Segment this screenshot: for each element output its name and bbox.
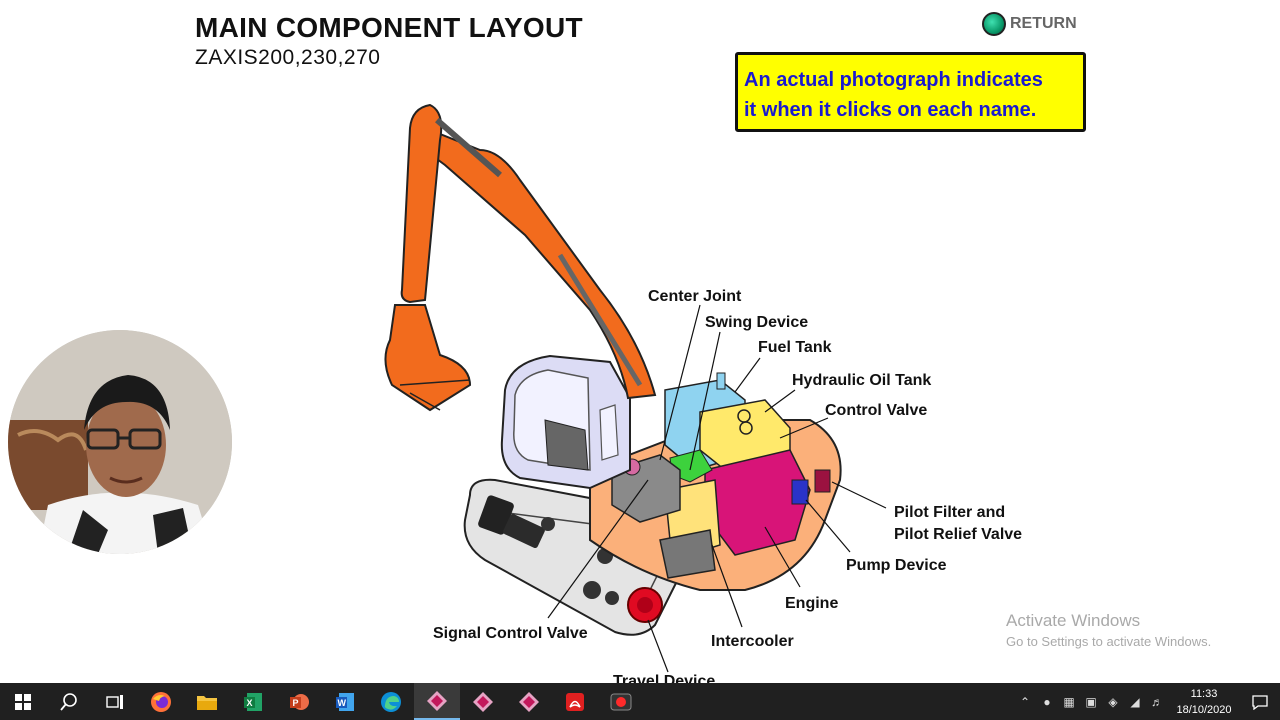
notification-icon[interactable] [1240, 683, 1280, 720]
svg-text:P: P [293, 698, 299, 708]
file-explorer-icon[interactable] [184, 683, 230, 720]
app-pink-icon-3[interactable] [506, 683, 552, 720]
label-pump-device[interactable]: Pump Device [846, 557, 947, 574]
label-engine[interactable]: Engine [785, 595, 839, 612]
windows-start-icon[interactable] [0, 683, 46, 720]
label-hydraulic-oil-tank[interactable]: Hydraulic Oil Tank [792, 372, 932, 389]
activate-windows-watermark: Activate Windows Go to Settings to activ… [1006, 611, 1211, 649]
green-circle-icon [982, 12, 1006, 36]
svg-text:X: X [247, 698, 253, 708]
shield-icon[interactable]: ◈ [1108, 694, 1118, 709]
network-app-icon[interactable]: ▦ [1063, 694, 1075, 709]
app-pink-icon-2[interactable] [460, 683, 506, 720]
excavator-diagram [384, 103, 887, 673]
label-pilot-filter-relief-valve[interactable]: Pilot Filter and Pilot Relief Valve [894, 502, 1022, 546]
return-button[interactable]: RETURN [982, 12, 1077, 36]
page-subtitle: ZAXIS200,230,270 [195, 46, 381, 69]
app-pink-icon[interactable] [414, 683, 460, 720]
display-icon[interactable]: ▣ [1085, 694, 1097, 709]
label-swing-device[interactable]: Swing Device [705, 314, 809, 331]
search-icon[interactable] [46, 683, 92, 720]
operator-cab [500, 354, 631, 490]
page-title: MAIN COMPONENT LAYOUT [195, 12, 583, 43]
svg-text:W: W [338, 698, 347, 708]
return-label: RETURN [1010, 15, 1077, 32]
notice-line-2: it when it clicks on each name. [744, 99, 1037, 121]
chevron-up-icon[interactable]: ⌃ [1019, 694, 1031, 709]
volume-icon[interactable]: ♬ [1151, 694, 1163, 709]
instruction-notice: An actual photograph indicates it when i… [735, 52, 1086, 132]
microphone-icon[interactable]: ● [1043, 694, 1051, 709]
upper-structure [589, 372, 842, 591]
label-center-joint[interactable]: Center Joint [648, 288, 742, 305]
label-control-valve[interactable]: Control Valve [825, 402, 928, 419]
acrobat-icon[interactable] [552, 683, 598, 720]
windows-taskbar: X P W ⌃ ● ▦ ▣ ◈ ◢ ♬ 11:33 18/10/2020 [0, 683, 1280, 720]
taskbar-clock[interactable]: 11:33 18/10/2020 [1174, 686, 1234, 718]
firefox-icon[interactable] [138, 683, 184, 720]
system-tray: ⌃ ● ▦ ▣ ◈ ◢ ♬ 11:33 18/10/2020 [1014, 683, 1280, 720]
word-icon[interactable]: W [322, 683, 368, 720]
excel-icon[interactable]: X [230, 683, 276, 720]
webcam-overlay [8, 330, 232, 554]
recorder-icon[interactable] [598, 683, 644, 720]
presenter-video-icon [8, 330, 232, 554]
powerpoint-icon[interactable]: P [276, 683, 322, 720]
activate-line-2: Go to Settings to activate Windows. [1006, 634, 1212, 649]
task-view-icon[interactable] [92, 683, 138, 720]
wifi-icon[interactable]: ◢ [1130, 694, 1140, 709]
notice-line-1: An actual photograph indicates [744, 69, 1043, 91]
label-fuel-tank[interactable]: Fuel Tank [758, 339, 832, 356]
edge-icon[interactable] [368, 683, 414, 720]
label-signal-control-valve[interactable]: Signal Control Valve [433, 625, 588, 642]
pilot-filter-line-1: Pilot Filter and [894, 504, 1006, 521]
leader-lines [547, 304, 887, 673]
clock-time: 11:33 [1190, 687, 1218, 700]
activate-line-1: Activate Windows [1006, 611, 1141, 630]
label-intercooler[interactable]: Intercooler [711, 633, 794, 650]
clock-date: 18/10/2020 [1176, 703, 1232, 716]
pilot-filter-line-2: Pilot Relief Valve [894, 526, 1023, 543]
boom-arm [384, 103, 657, 412]
